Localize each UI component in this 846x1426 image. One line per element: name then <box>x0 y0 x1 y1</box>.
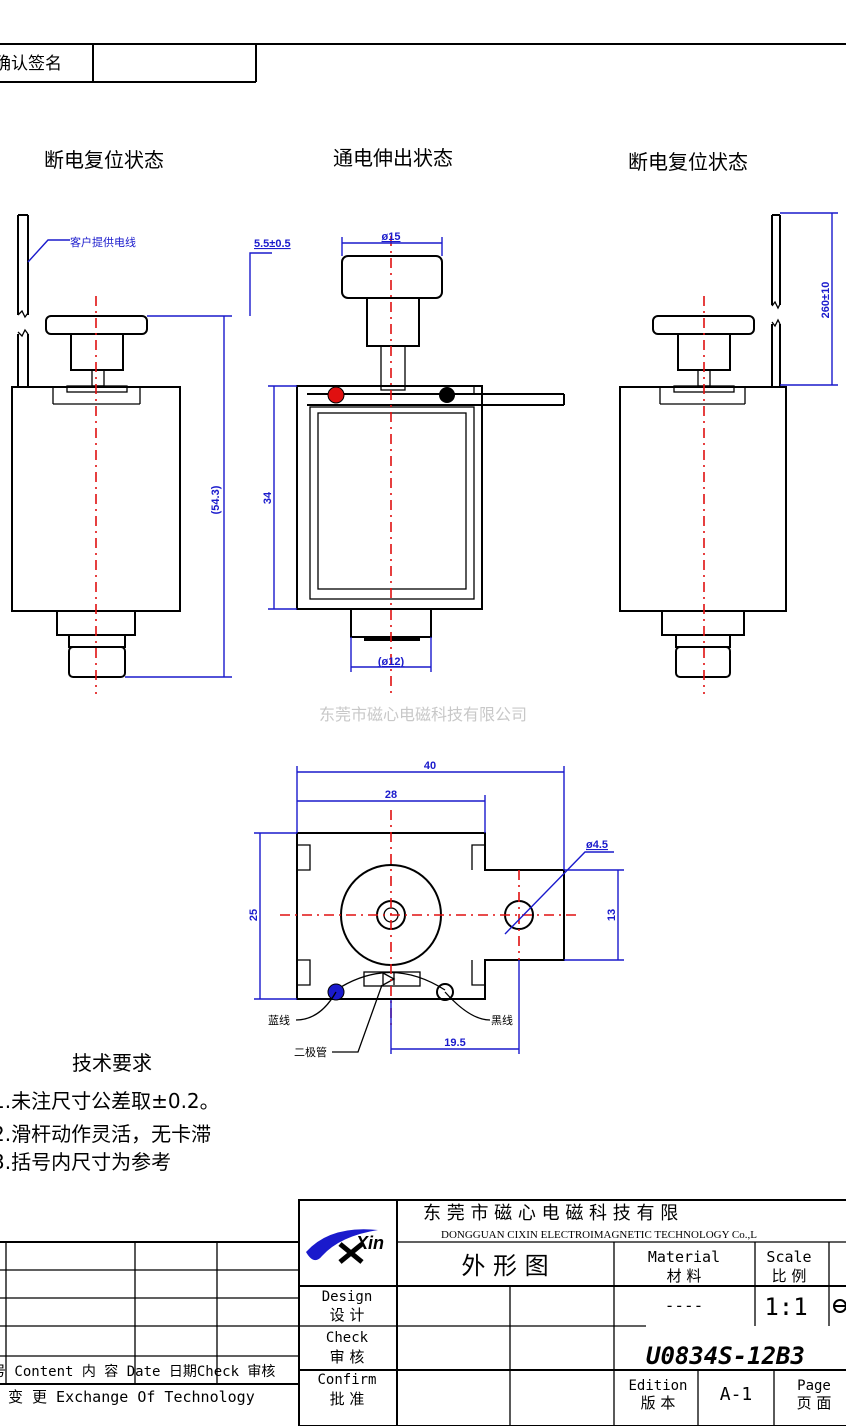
black-wire-callout: 黑线 <box>491 1013 513 1027</box>
dim-260-label: 260±10 <box>820 282 832 319</box>
technical-requirements: 技术要求 1.未注尺寸公差取±0.2。 2.滑杆动作灵活，无卡滞 3.括号内尺寸… <box>0 1051 220 1174</box>
page-cn: 页 面 <box>797 1394 832 1412</box>
check-en: Check <box>326 1330 369 1346</box>
scale-cn: 比 例 <box>772 1267 807 1285</box>
requirement-1: 1.未注尺寸公差取±0.2。 <box>0 1089 220 1113</box>
company-watermark: 东莞市磁心电磁科技有限公司 <box>319 705 527 724</box>
blue-wire-callout: 蓝线 <box>268 1013 290 1027</box>
dim-phi12-label: (ø12) <box>378 656 405 668</box>
dim-54-3-label: (54.3) <box>210 485 222 514</box>
cixin-logo: Xin <box>306 1229 384 1264</box>
page-en: Page <box>797 1378 831 1394</box>
right-view-title: 断电复位状态 <box>628 150 748 174</box>
left-view-title: 断电复位状态 <box>44 148 164 172</box>
revision-header: 号 Content 内 容 Date 日期Check 审核 <box>0 1363 275 1380</box>
dim-phi4-5-label: ø4.5 <box>586 839 608 851</box>
design-en: Design <box>322 1289 373 1305</box>
material-value: ---- <box>665 1296 704 1315</box>
confirm-signature-label: 确认签名 <box>0 54 62 74</box>
edition-cn: 版 本 <box>641 1394 676 1412</box>
left-view: 客户提供电线 (54.3) <box>11 214 232 694</box>
red-terminal <box>327 386 345 404</box>
dim-40-label: 40 <box>424 760 436 772</box>
material-en: Material <box>648 1248 720 1266</box>
confirm-cn: 批 准 <box>330 1390 365 1408</box>
dim-34-label: 34 <box>262 491 274 504</box>
company-name-cn: 东 莞 市 磁 心 电 磁 科 技 有 限 <box>423 1203 678 1224</box>
center-view: ø15 5.5±0.5 34 (ø12) <box>249 231 565 694</box>
dim-5-5-label: 5.5±0.5 <box>254 238 291 250</box>
drawing-name: 外 形 图 <box>461 1252 548 1280</box>
requirement-3: 3.括号内尺寸为参考 <box>0 1150 171 1174</box>
signature-strip: 确认签名 <box>0 43 846 83</box>
material-cn: 材 料 <box>667 1267 702 1285</box>
scale-en: Scale <box>766 1248 811 1266</box>
center-view-title: 通电伸出状态 <box>333 146 453 170</box>
confirm-en: Confirm <box>317 1372 376 1388</box>
black-terminal <box>439 387 455 403</box>
design-cn: 设 计 <box>330 1306 365 1324</box>
right-view: 260±10 <box>619 212 838 694</box>
title-block: 号 Content 内 容 Date 日期Check 审核 变 更 Exchan… <box>0 1199 846 1426</box>
dim-19-5-label: 19.5 <box>444 1037 465 1049</box>
customer-wire-note: 客户提供电线 <box>70 235 136 249</box>
requirement-2: 2.滑杆动作灵活，无卡滞 <box>0 1122 211 1146</box>
logo-text: Xin <box>355 1233 384 1253</box>
part-number: U0834S-12B3 <box>646 1342 805 1370</box>
requirements-title: 技术要求 <box>72 1051 152 1075</box>
dim-25-label: 25 <box>248 909 260 921</box>
dim-28-label: 28 <box>385 789 397 801</box>
edition-en: Edition <box>628 1378 687 1394</box>
edition-value: A-1 <box>720 1384 753 1405</box>
dim-13-label: 13 <box>606 909 618 921</box>
revision-footer: 变 更 Exchange Of Technology <box>8 1388 255 1406</box>
scale-value: 1:1 <box>764 1293 807 1321</box>
top-view: 40 28 25 13 ø4.5 19.5 蓝线 黑线 二极管 <box>248 760 624 1059</box>
diode-callout: 二极管 <box>294 1045 327 1059</box>
check-cn: 审 核 <box>330 1348 365 1366</box>
company-name-en: DONGGUAN CIXIN ELECTROIMAGNETIC TECHNOLO… <box>441 1229 757 1241</box>
dim-phi15-label: ø15 <box>382 231 401 243</box>
